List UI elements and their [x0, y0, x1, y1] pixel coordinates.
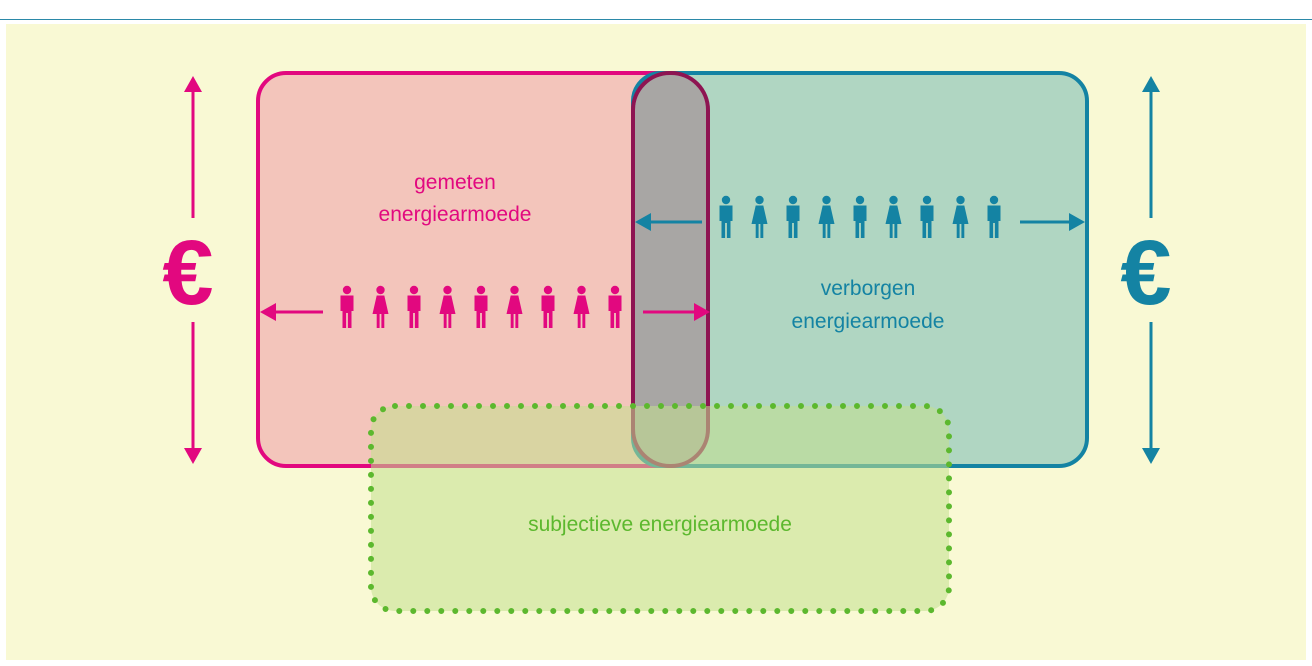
- right-vertical-arrow-icon: [1142, 76, 1160, 464]
- hidden-label-line1: verborgen: [821, 277, 916, 300]
- subjective-box: [368, 403, 952, 614]
- measured-label-line1: gemeten: [414, 171, 496, 194]
- left-euro-icon: €: [162, 222, 213, 324]
- left-vertical-arrow-icon: [184, 76, 202, 464]
- hidden-horizontal-arrow-icon: [635, 213, 1085, 231]
- measured-horizontal-arrow-icon: [260, 303, 710, 321]
- right-euro-icon: €: [1120, 222, 1171, 324]
- measured-label-line2: energiearmoede: [379, 203, 532, 226]
- top-bar: [0, 0, 1312, 24]
- hidden-label-line2: energiearmoede: [792, 310, 945, 333]
- subjective-label: subjectieve energiearmoede: [528, 513, 792, 536]
- top-rule: [0, 19, 1312, 20]
